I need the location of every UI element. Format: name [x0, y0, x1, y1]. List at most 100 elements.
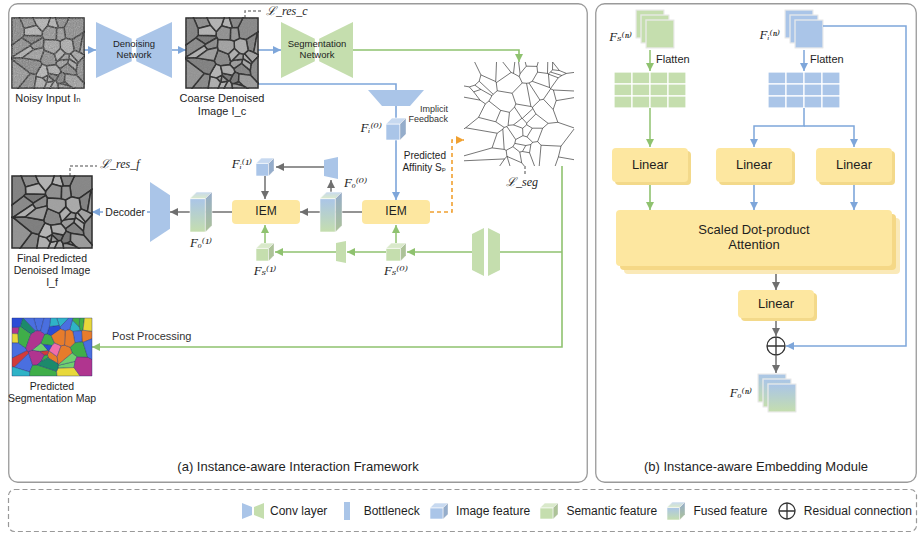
sum-cross	[779, 503, 795, 519]
legend-label: Residual connection	[804, 504, 912, 518]
feature-label: Fₛ⁽¹⁾	[247, 264, 283, 279]
connector	[172, 49, 186, 51]
legend-item: Fused feature	[663, 501, 767, 521]
connector	[84, 49, 96, 51]
residual-sum	[779, 503, 795, 519]
sum-circle	[767, 337, 785, 355]
cube-side	[205, 192, 212, 232]
segment	[57, 345, 72, 364]
feature-map	[768, 384, 796, 412]
grid-cell	[650, 84, 668, 96]
legend-label: Conv layer	[270, 504, 327, 518]
feature-label: ℒ_res_c	[266, 5, 308, 19]
cube-side-shade	[205, 192, 212, 232]
image-feature-stack	[785, 10, 823, 48]
block-label: Scaled Dot-product Attention	[679, 223, 829, 253]
legend-frame	[9, 490, 917, 532]
image-feature	[386, 118, 406, 140]
conv-layer	[336, 241, 346, 263]
legend-swatch	[240, 501, 266, 521]
module-box: Linear	[738, 290, 814, 318]
arrow-line	[395, 225, 397, 243]
image-panel: Noisy Input Iₙ	[12, 18, 84, 88]
image-noise	[12, 176, 92, 248]
conv-sample	[254, 503, 264, 519]
cube-front	[667, 507, 680, 520]
image-panel: Predicted Affinity Sₚ	[464, 62, 574, 166]
feature-label: ℒ_res_f	[100, 158, 140, 172]
image-panel: Final Predicted Denoised Image I_f	[12, 176, 92, 248]
arrow-line	[275, 251, 336, 253]
residual-sum	[767, 337, 785, 355]
legend-swatch	[663, 501, 689, 521]
legend-label: Bottleneck	[364, 504, 420, 518]
connector	[92, 166, 562, 347]
semantic-feature-sample	[540, 503, 558, 519]
legend-swatch	[536, 501, 562, 521]
image-illustration	[12, 18, 84, 88]
conv-layer	[324, 157, 338, 179]
feature-label: Fᵢ⁽ⁿ⁾	[744, 28, 780, 43]
cube-side-shade	[269, 243, 274, 261]
grid-cell	[632, 96, 650, 108]
cube-side-shade	[401, 243, 406, 261]
image-feature	[256, 158, 274, 176]
cube-front	[430, 508, 443, 519]
grid-cell	[614, 96, 632, 108]
semantic-feature	[386, 243, 406, 261]
feature-map	[795, 20, 823, 48]
cube-side	[401, 243, 406, 261]
arrow-line	[347, 251, 386, 253]
feature-map-edge	[646, 20, 674, 48]
conv-sample	[242, 503, 252, 519]
segment	[72, 318, 79, 327]
segment	[65, 330, 75, 348]
image-illustration	[186, 18, 258, 88]
connector	[649, 182, 651, 210]
step-label: Flatten	[810, 53, 844, 66]
legend-item: Semantic feature	[536, 501, 657, 521]
segment	[26, 331, 45, 352]
block-label: Linear	[632, 158, 668, 173]
grid-cell	[786, 84, 804, 96]
legend-label: Semantic feature	[566, 504, 657, 518]
arrow-line	[264, 176, 266, 199]
arrow-line	[264, 225, 266, 243]
module-box: Linear	[612, 148, 688, 182]
panel-frame	[9, 4, 588, 483]
flattened-semantic	[614, 72, 686, 108]
grid-cell	[768, 72, 786, 84]
arrow-line	[803, 50, 805, 71]
legend-label: Fused feature	[693, 504, 767, 518]
cube-side-shade	[400, 118, 406, 140]
panel: (b) Instance-aware Embedding ModuleLinea…	[595, 3, 917, 483]
network-block: Denoising Network	[96, 22, 172, 78]
legend-item: Image feature	[426, 501, 530, 521]
arrow-line	[330, 180, 332, 192]
grid-cell	[822, 84, 840, 96]
grid-cell	[804, 96, 822, 108]
segment	[12, 334, 18, 343]
block-label: Denoising Network	[104, 39, 164, 61]
connector	[853, 182, 855, 210]
block-label: Segmentation Network	[283, 39, 351, 61]
module-box: IEM	[362, 200, 430, 224]
sum-circle	[779, 503, 795, 519]
segment	[51, 329, 65, 346]
module-box: Linear	[816, 148, 892, 182]
step-label: Flatten	[656, 53, 690, 66]
feature-label: Fₒ⁽ⁿ⁾	[710, 386, 752, 401]
cube-front	[256, 163, 269, 176]
cube-side-shade	[335, 192, 342, 232]
connector	[258, 84, 396, 200]
fused-feature-sample	[667, 502, 685, 520]
image-caption: Predicted Segmentation Map	[6, 380, 98, 404]
grid-cell	[650, 72, 668, 84]
legend-swatch	[774, 501, 800, 521]
block-label: IEM	[385, 205, 406, 219]
feature-map-edge	[795, 20, 823, 48]
grid-cell	[614, 84, 632, 96]
image-illustration	[12, 318, 92, 376]
image-noise	[186, 18, 258, 88]
